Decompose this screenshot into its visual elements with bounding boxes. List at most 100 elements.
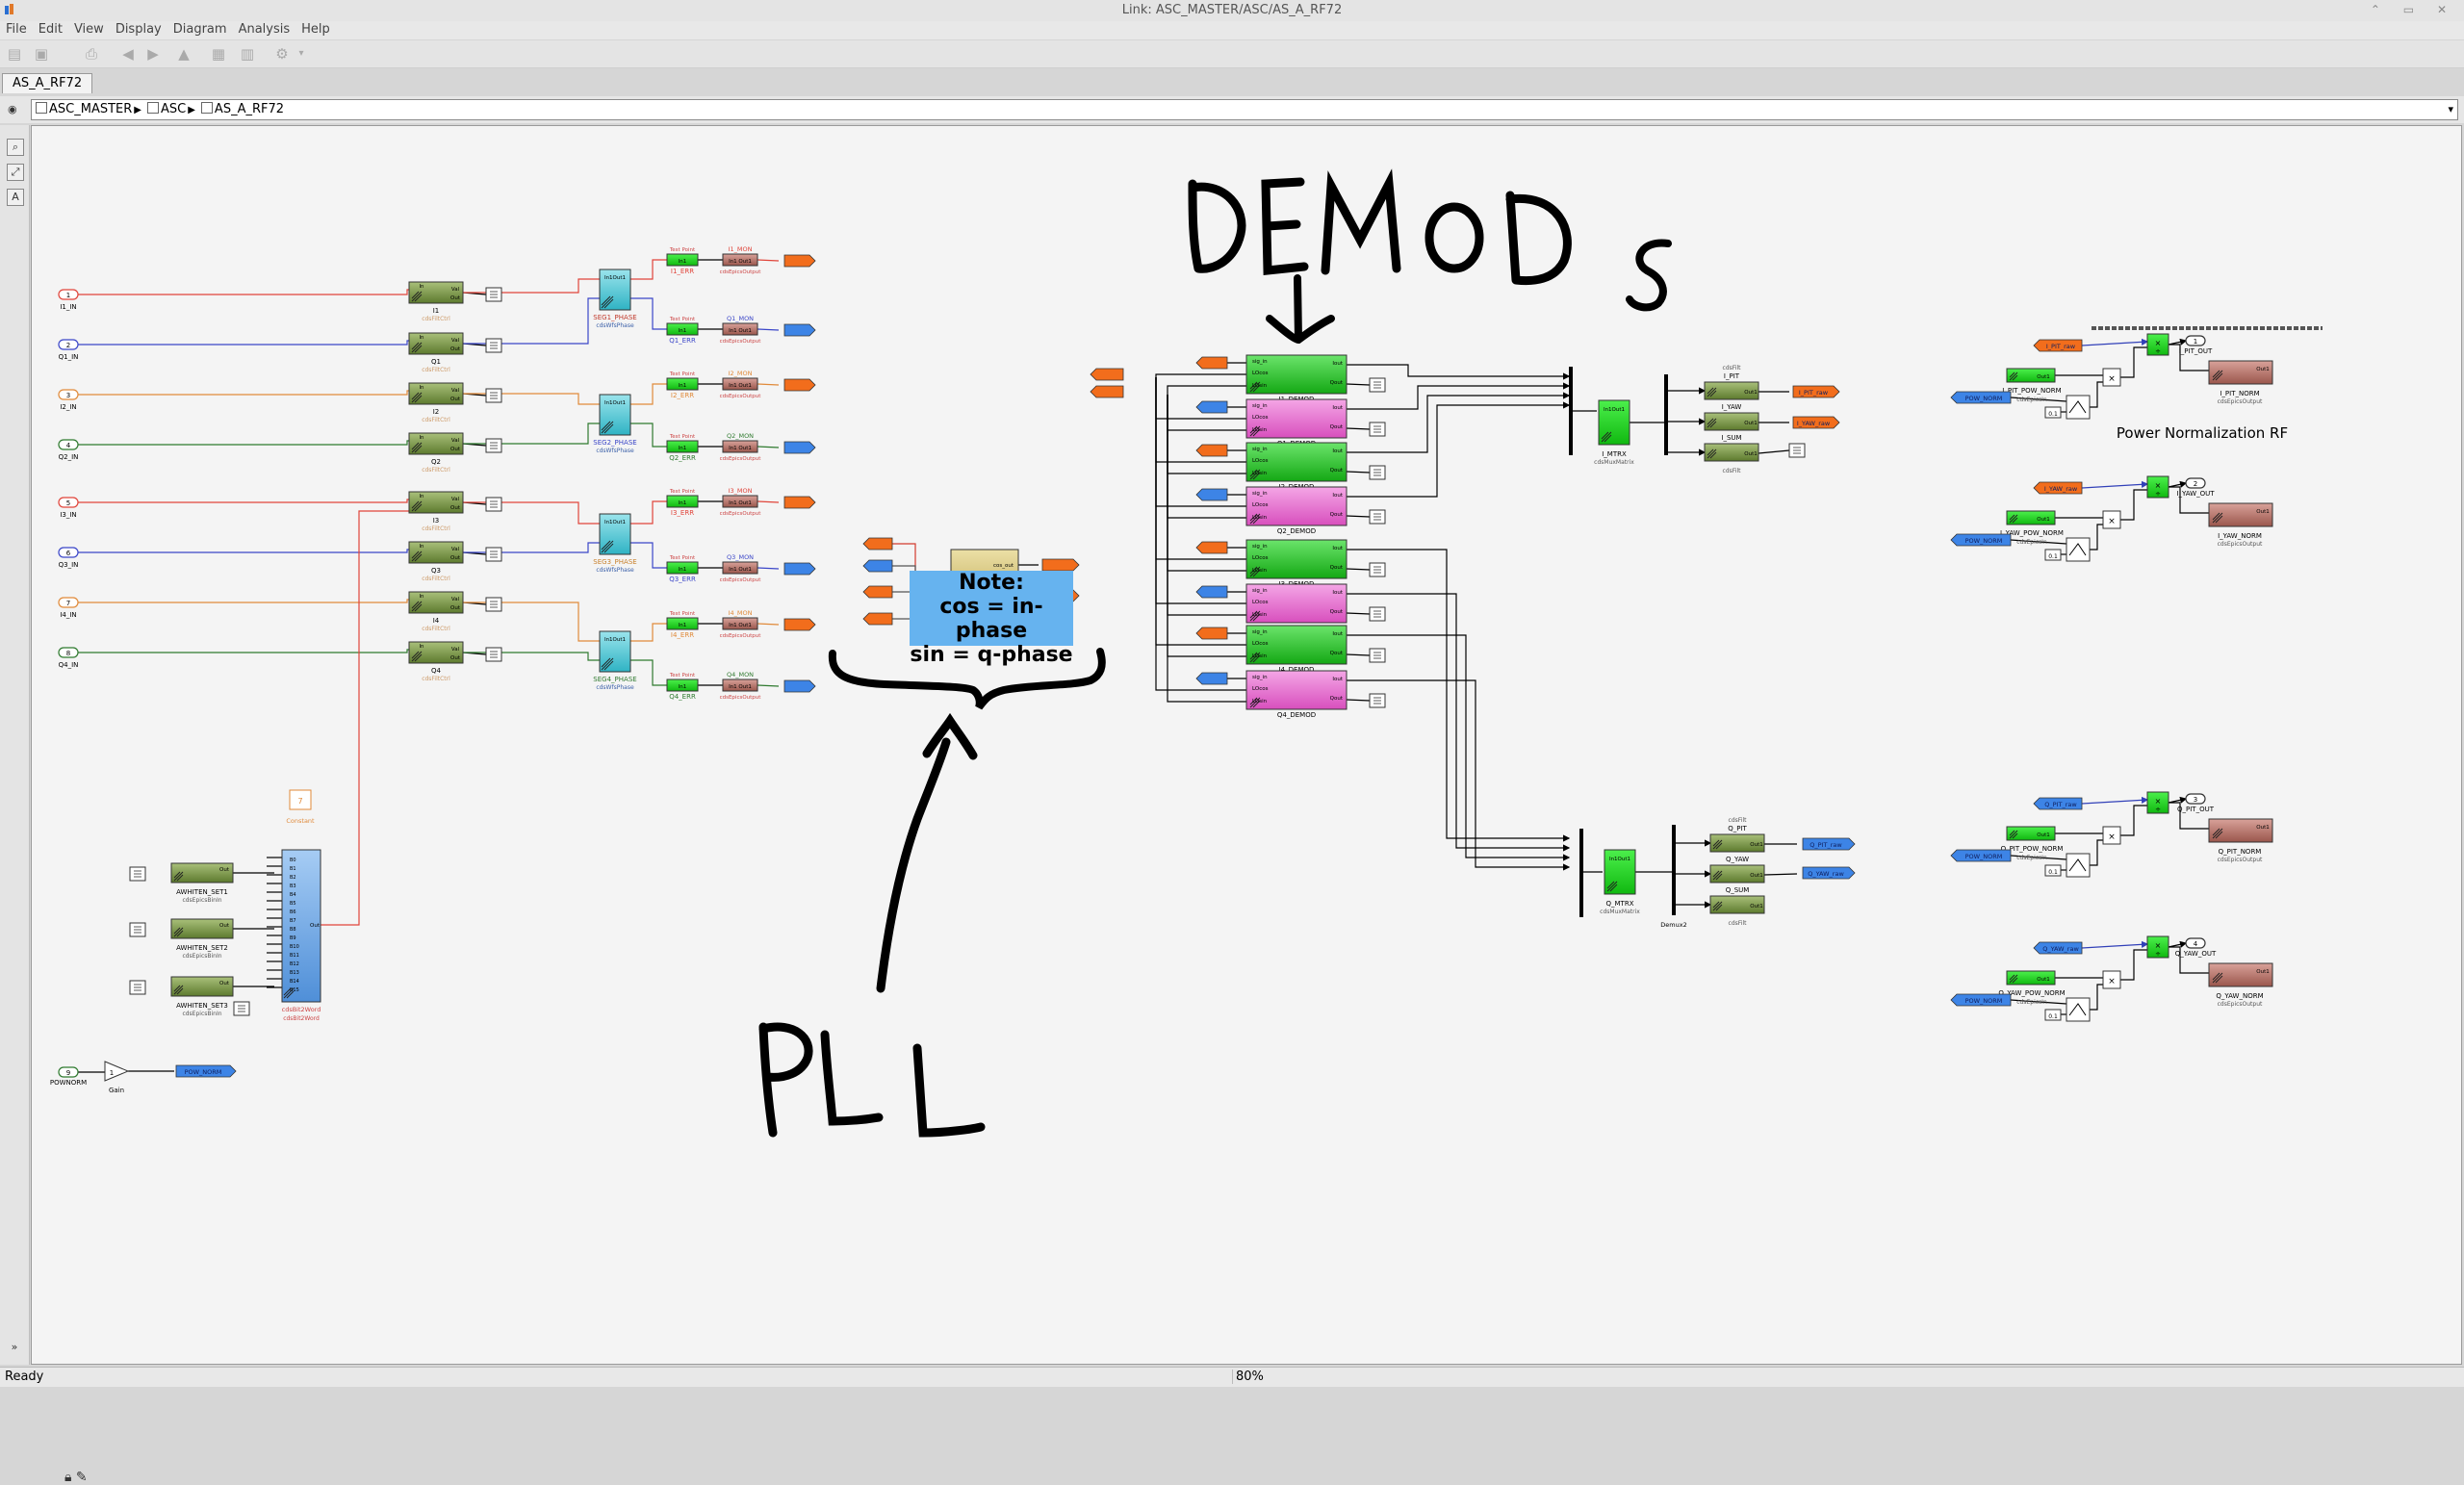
settings-dropdown-icon[interactable]: ▾ — [298, 48, 304, 59]
demod-block[interactable] — [1245, 539, 1348, 579]
divide-block[interactable] — [2146, 475, 2169, 499]
phase-block[interactable] — [599, 630, 631, 673]
filter-block[interactable] — [408, 332, 464, 355]
sig-from-tag[interactable] — [1195, 585, 1228, 599]
sig-from-tag[interactable] — [1195, 488, 1228, 501]
goto-tag-q-yaw[interactable] — [1802, 866, 1856, 880]
epics-output-block[interactable] — [722, 377, 758, 391]
testpoint-block[interactable] — [666, 678, 699, 692]
goto-tag[interactable] — [783, 323, 816, 337]
phase-block[interactable] — [599, 269, 631, 311]
cdsfilt-block[interactable] — [1704, 443, 1759, 462]
library-icon[interactable]: ▦ — [211, 45, 226, 63]
demod-block[interactable] — [1245, 583, 1348, 624]
menu-view[interactable]: View — [73, 22, 104, 37]
epics-output-block[interactable] — [722, 440, 758, 453]
filter-block[interactable] — [408, 541, 464, 564]
cdsfilt-block[interactable] — [1704, 381, 1759, 400]
sig-from-tag[interactable] — [1195, 627, 1228, 640]
testpoint-block[interactable] — [666, 617, 699, 630]
up-icon[interactable]: ▲ — [178, 45, 190, 63]
product-block[interactable] — [2102, 970, 2121, 989]
pownorm-goto[interactable] — [175, 1064, 237, 1078]
epics-output-block[interactable] — [722, 678, 758, 692]
testpoint-block[interactable] — [666, 561, 699, 575]
input-port[interactable] — [58, 647, 79, 658]
explorer-icon[interactable]: ▥ — [240, 45, 255, 63]
cdsfilt-block[interactable] — [1709, 864, 1765, 883]
hide-browser-icon[interactable]: ◉ — [8, 103, 17, 115]
epics-output-block[interactable] — [722, 617, 758, 630]
filter-block[interactable] — [408, 281, 464, 304]
input-port[interactable] — [58, 597, 79, 608]
goto-tag-i-pit[interactable] — [1792, 385, 1840, 398]
demod-block[interactable] — [1245, 625, 1348, 665]
output-port[interactable] — [2185, 477, 2206, 489]
sig-from-tag[interactable] — [1195, 541, 1228, 554]
awhiten-block[interactable] — [170, 862, 234, 883]
awhiten-block[interactable] — [170, 918, 234, 939]
epics-output-block[interactable] — [2208, 818, 2273, 843]
sig-from-tag[interactable] — [1195, 444, 1228, 457]
from-tag[interactable] — [2033, 941, 2083, 955]
switch-block[interactable] — [2066, 537, 2091, 562]
epics-output-block[interactable] — [2208, 360, 2273, 385]
epics-output-block[interactable] — [2208, 502, 2273, 527]
goto-tag-i-yaw[interactable] — [1792, 416, 1840, 429]
goto-tag[interactable] — [783, 618, 816, 631]
switch-block[interactable] — [2066, 395, 2091, 420]
lo-cos-tag[interactable] — [1090, 368, 1124, 381]
save-icon[interactable]: ▣ — [34, 45, 49, 63]
constant-block[interactable] — [2044, 1009, 2062, 1021]
product-block[interactable] — [2102, 826, 2121, 845]
note-annotation[interactable]: Note: cos = in-phase sin = q-phase — [910, 571, 1073, 667]
input-port[interactable] — [58, 289, 79, 300]
gain-block[interactable] — [104, 1061, 130, 1082]
pownorm-from-tag[interactable] — [1950, 391, 2012, 404]
product-block[interactable] — [2102, 368, 2121, 387]
constant-block[interactable] — [289, 789, 312, 810]
constant-block[interactable] — [2044, 549, 2062, 561]
from-tag[interactable] — [2033, 481, 2083, 495]
annotation-icon[interactable]: A — [7, 189, 24, 206]
breadcrumb-item[interactable]: ASC — [146, 100, 186, 119]
divide-block[interactable] — [2146, 333, 2169, 356]
lock-icon[interactable]: 🔒︎ ✎ — [64, 1470, 88, 1485]
demod-block[interactable] — [1245, 354, 1348, 395]
constant-block[interactable] — [2044, 864, 2062, 877]
product-block[interactable] — [2102, 510, 2121, 529]
from-tag[interactable] — [2033, 797, 2083, 810]
menu-analysis[interactable]: Analysis — [238, 22, 291, 37]
print-icon[interactable]: ⎙ — [85, 45, 97, 63]
input-port[interactable] — [58, 497, 79, 508]
pownorm-from-tag[interactable] — [1950, 849, 2012, 862]
from-tag[interactable] — [862, 585, 893, 599]
switch-block[interactable] — [2066, 853, 2091, 878]
epics-output-block[interactable] — [722, 495, 758, 508]
epics-output-block[interactable] — [722, 253, 758, 267]
epics-in-block[interactable] — [2006, 970, 2056, 986]
sig-from-tag[interactable] — [1195, 400, 1228, 414]
epics-output-block[interactable] — [2208, 962, 2273, 987]
zoom-icon[interactable]: ⌕ — [7, 139, 24, 156]
goto-tag[interactable] — [783, 378, 816, 392]
cos-goto-tag[interactable] — [1041, 558, 1080, 572]
goto-tag-q-pit[interactable] — [1802, 837, 1856, 851]
demod-block[interactable] — [1245, 398, 1348, 439]
new-model-icon[interactable]: ▤ — [7, 45, 22, 63]
from-tag[interactable] — [2033, 339, 2083, 352]
menu-edit[interactable]: Edit — [38, 22, 63, 37]
from-tag[interactable] — [862, 612, 893, 626]
menu-file[interactable]: File — [6, 22, 27, 37]
filter-block[interactable] — [408, 382, 464, 405]
output-port[interactable] — [2185, 937, 2206, 949]
filter-block[interactable] — [408, 641, 464, 664]
output-port[interactable] — [2185, 335, 2206, 346]
cdsfilt-block[interactable] — [1709, 833, 1765, 853]
back-icon[interactable]: ◀ — [122, 45, 134, 63]
output-port[interactable] — [2185, 793, 2206, 805]
menu-diagram[interactable]: Diagram — [172, 22, 227, 37]
epics-in-block[interactable] — [2006, 826, 2056, 841]
input-port[interactable] — [58, 389, 79, 400]
cdsfilt-block[interactable] — [1704, 412, 1759, 431]
